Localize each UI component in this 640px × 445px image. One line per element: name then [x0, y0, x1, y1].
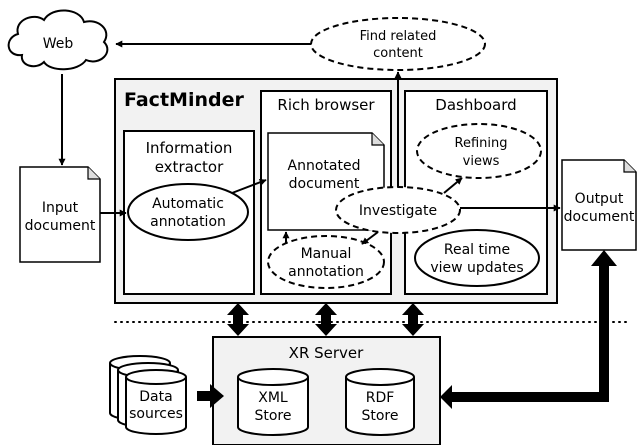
arrow-investigate-to-manual	[361, 231, 379, 245]
xr-server-title: XR Server	[289, 344, 364, 362]
info-extractor-line1: Information	[146, 139, 233, 157]
real-time-line2: view updates	[430, 260, 523, 276]
input-document: Input document	[19, 166, 101, 263]
input-doc-line2: document	[25, 218, 96, 234]
connectors	[58, 40, 561, 245]
data-sources-line1: Data	[139, 389, 172, 405]
rich-browser-title: Rich browser	[277, 96, 375, 114]
real-time-line1: Real time	[444, 242, 510, 258]
double-arrow-left	[227, 303, 249, 336]
output-doc-line2: document	[564, 209, 635, 225]
arrow-investigate-to-refining	[443, 177, 463, 194]
refining-views: Refining views	[416, 123, 542, 179]
annotated-doc-line2: document	[289, 176, 360, 192]
annotated-doc-line1: Annotated	[288, 158, 361, 174]
find-related-line2: content	[373, 46, 423, 61]
dashboard-title: Dashboard	[435, 96, 516, 114]
auto-annotation-line2: annotation	[150, 214, 226, 230]
web-label: Web	[43, 36, 74, 52]
factminder-title: FactMinder	[124, 89, 244, 111]
thick-arrows	[197, 250, 617, 409]
refining-views-line1: Refining	[455, 136, 508, 151]
find-related-line1: Find related	[360, 29, 437, 44]
output-doc-line1: Output	[575, 191, 624, 207]
rdf-store-line2: Store	[361, 408, 398, 424]
manual-annotation: Manual annotation	[267, 235, 385, 289]
double-arrow-center	[315, 303, 337, 336]
refining-views-line2: views	[463, 154, 500, 169]
data-sources-line2: sources	[129, 406, 183, 422]
auto-annotation-line1: Automatic	[152, 196, 224, 212]
automatic-annotation: Automatic annotation	[127, 183, 249, 241]
rdf-store-line1: RDF	[366, 390, 395, 406]
real-time-view-updates: Real time view updates	[414, 229, 540, 287]
xml-store-line1: XML	[258, 390, 288, 406]
output-document: Output document	[561, 159, 637, 251]
info-extractor-line2: extractor	[155, 158, 224, 176]
xml-store-line2: Store	[254, 408, 291, 424]
input-doc-line1: Input	[42, 200, 79, 216]
arrow-auto-to-annotated	[231, 178, 267, 194]
web-cloud: Web	[7, 9, 109, 71]
investigate-label: Investigate	[359, 203, 437, 219]
arrow-data-sources-to-xr	[197, 384, 224, 408]
investigate: Investigate	[335, 186, 461, 234]
xml-store: XML Store	[237, 368, 309, 436]
rdf-store: RDF Store	[345, 368, 415, 436]
data-sources: Data sources	[109, 355, 187, 435]
double-arrow-right	[402, 303, 424, 336]
arrow-xr-to-output	[440, 250, 617, 409]
find-related-content: Find related content	[310, 17, 486, 71]
manual-annotation-line2: annotation	[288, 264, 364, 280]
manual-annotation-line1: Manual	[301, 246, 352, 262]
